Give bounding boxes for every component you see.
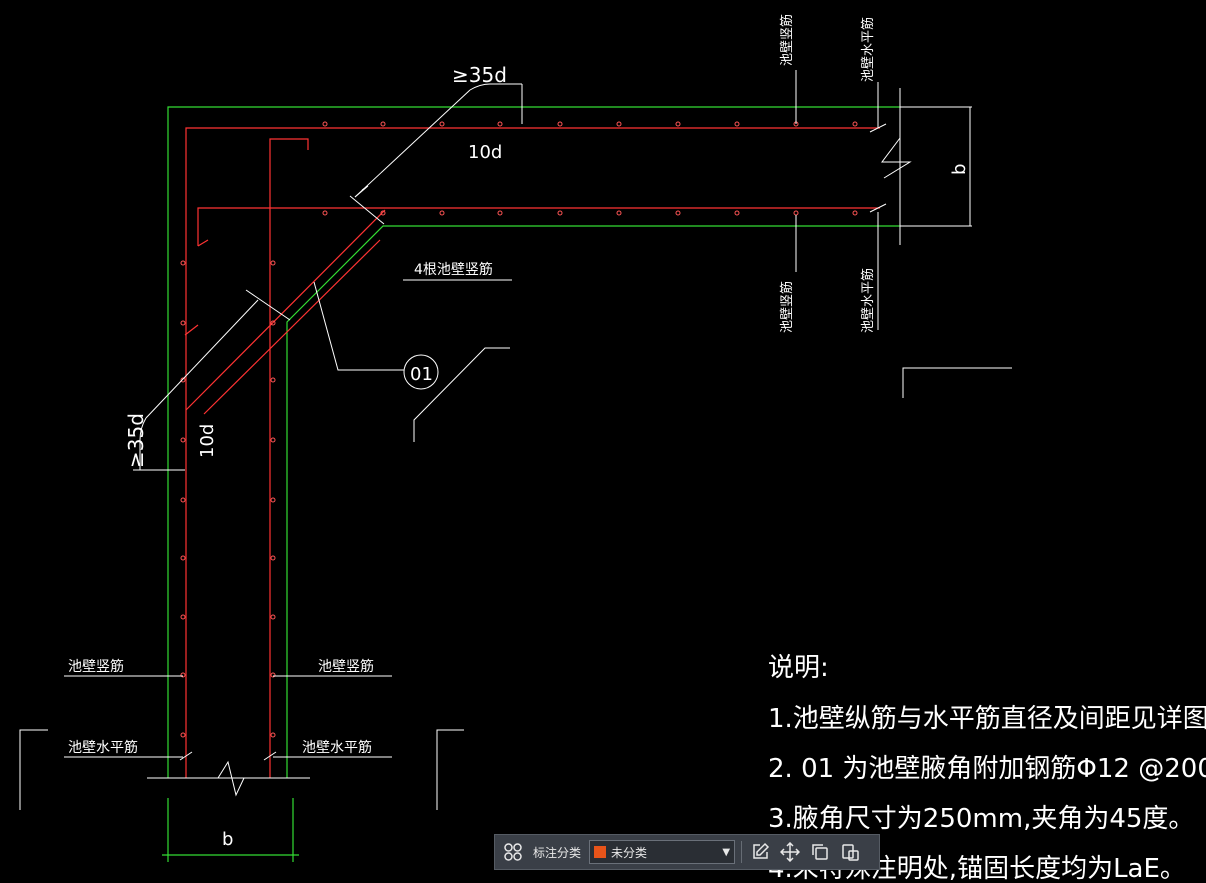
left-label-vertical-left: 池壁竖筋 <box>68 658 124 675</box>
copy-icon[interactable] <box>808 840 832 864</box>
label-4-bars: 4根池壁竖筋 <box>414 261 493 278</box>
rebar-dots <box>180 121 858 738</box>
grid-icon[interactable] <box>501 840 525 864</box>
category-color-swatch <box>594 846 607 858</box>
notes-title: 说明: <box>768 653 829 683</box>
top-label-horizontal: 池壁水平筋 <box>860 17 876 82</box>
top-label-vertical: 池壁竖筋 <box>779 14 795 66</box>
edit-icon[interactable] <box>748 840 772 864</box>
annotation-toolbar: 标注分类 未分类 ▼ <box>494 834 880 870</box>
notes-line-1: 1.池壁纵筋与水平筋直径及间距见详图。 <box>768 704 1206 734</box>
dim-b-right: b <box>949 164 970 175</box>
notes-line-2: 2. 01 为池壁腋角附加钢筋Φ12 @200。 <box>768 754 1206 784</box>
chevron-down-icon: ▼ <box>722 846 731 858</box>
notes-line-3: 3.腋角尺寸为250mm,夹角为45度。 <box>768 804 1194 834</box>
rebar-lines <box>184 127 880 778</box>
move-icon[interactable] <box>778 840 802 864</box>
left-label-horizontal-right: 池壁水平筋 <box>302 739 372 756</box>
dim-top-inner: 10d <box>468 142 502 163</box>
br-label-vertical: 池壁竖筋 <box>779 281 795 333</box>
dim-left-length: ≥35d <box>124 413 148 468</box>
dim-top-length: ≥35d <box>452 63 507 87</box>
dim-left-inner: 10d <box>197 424 218 458</box>
toolbar-divider <box>741 841 743 863</box>
left-label-horizontal-left: 池壁水平筋 <box>68 739 138 756</box>
wall-outline <box>162 106 900 862</box>
callout-number: 01 <box>410 364 433 385</box>
dim-b-bottom: b <box>222 829 233 850</box>
category-selected-value: 未分类 <box>611 845 648 860</box>
left-label-vertical-right: 池壁竖筋 <box>318 658 374 675</box>
paste-icon[interactable] <box>838 840 862 864</box>
category-label: 标注分类 <box>533 845 582 860</box>
br-label-horizontal: 池壁水平筋 <box>860 268 876 333</box>
category-select[interactable]: 未分类 ▼ <box>589 840 736 864</box>
dimension-lines <box>19 70 1012 810</box>
